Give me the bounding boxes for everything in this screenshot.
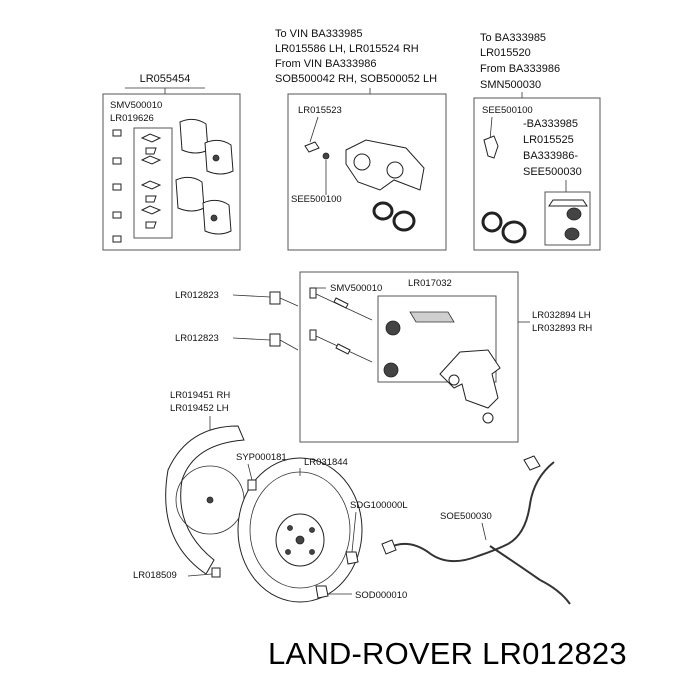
bolt-label-lower: LR012823 [175, 333, 219, 344]
pad-clips [140, 133, 162, 229]
sensor-nut [345, 551, 359, 565]
kit-header-line-1: To BA333985 [480, 32, 546, 44]
caliper-header-line-3: From VIN BA333986 [275, 58, 377, 70]
pads-panel-frame [102, 93, 241, 251]
guide-pins [309, 287, 373, 363]
carrier-section: LR012823 LR012823 SMV500010 LR017032 [175, 271, 592, 443]
bolt-upper-leader [232, 294, 271, 298]
bolt-label-upper: LR012823 [175, 290, 219, 301]
caliper-seals [372, 201, 416, 232]
bolt-lower-leader [232, 337, 271, 341]
kit-seal-2 [501, 220, 527, 244]
kit-boot-frame [544, 191, 591, 246]
pads-clip-group-frame [133, 127, 173, 239]
dust-shield [165, 425, 245, 575]
sensor-leader [481, 522, 487, 541]
kit-boots [548, 199, 588, 241]
pads-kit-label: LR055454 [140, 73, 191, 85]
pads-label-smv: SMV500010 [110, 100, 162, 111]
carrier-side-label-rh: LR032893 RH [532, 323, 592, 334]
brake-disc [237, 457, 363, 603]
kit-bleed-part [483, 135, 499, 159]
carrier-bolts [269, 291, 299, 351]
kit-header-line-4: SMN500030 [480, 79, 541, 91]
kit-bleed-leader [489, 116, 493, 141]
caliper-header-line-4: SOB500042 RH, SOB500052 LH [275, 73, 437, 85]
kit-label-see500100: SEE500100 [482, 105, 533, 116]
carrier-panel-frame [299, 271, 519, 443]
kit-header-line-2: LR015520 [480, 47, 531, 59]
guide-kit-frame [377, 295, 497, 383]
kit-header-line-3: From BA333986 [480, 63, 560, 75]
caliper-header-line-1: To VIN BA333985 [275, 28, 362, 40]
disc-label-lr018509: LR018509 [133, 570, 177, 581]
carrier-side-label-lh: LR032894 LH [532, 310, 591, 321]
disc-label-sdg100000l: SDG100000L [350, 500, 408, 511]
kit-label-from-ba333986: BA333986- [523, 150, 578, 162]
disc-label-syp000181: SYP000181 [236, 452, 287, 463]
pads-label-lr019626: LR019626 [110, 113, 154, 124]
wear-sensor [381, 455, 571, 605]
caliper-label-see500100: SEE500100 [291, 194, 342, 205]
part-footer: LAND-ROVER LR012823 [268, 636, 627, 672]
disc-label-lr031844: LR031844 [304, 457, 348, 468]
shield-label-rh: LR019451 RH [170, 390, 230, 401]
kit-seal-1 [481, 211, 503, 233]
caliper-header-line-2: LR015586 LH, LR015524 RH [275, 43, 419, 55]
caliper-label-lr015523: LR015523 [298, 105, 342, 116]
caliper-panel: To VIN BA333985 LR015586 LH, LR015524 RH… [275, 28, 447, 251]
caliper-carrier-bracket [439, 349, 501, 424]
brand-name: LAND-ROVER [268, 636, 474, 671]
brake-pad-shapes [175, 118, 234, 235]
caliper-body [304, 139, 425, 191]
sensor-nut-leader [351, 511, 357, 553]
shield-label-lh: LR019452 LH [170, 403, 229, 414]
disc-label-sod000010: SOD000010 [355, 590, 407, 601]
bleed-screw-leader [309, 116, 319, 143]
caliper-kit-panel: To BA333985 LR015520 From BA333986 SMN50… [473, 32, 601, 251]
shield-bolt [211, 567, 221, 578]
kit-label-see500030: SEE500030 [523, 166, 582, 178]
screw-leader [247, 463, 253, 481]
disc-label-soe500030: SOE500030 [440, 511, 492, 522]
part-number: LR012823 [482, 636, 627, 671]
hub-nut [315, 585, 329, 599]
kit-label-to-ba333985: -BA333985 [523, 118, 578, 130]
kit-panel-frame [473, 97, 601, 251]
guide-bushes [383, 311, 455, 378]
carrier-label-lr017032: LR017032 [408, 278, 452, 289]
carrier-label-smv: SMV500010 [330, 283, 382, 294]
brake-pads-panel: LR055454 SMV500010 LR019626 [102, 73, 241, 251]
disc-section: LR019451 RH LR019452 LH SYP000181 LR0318… [133, 390, 571, 605]
pad-bolts [112, 129, 122, 243]
caliper-panel-frame [287, 93, 447, 251]
disc-retaining-screw [247, 479, 257, 491]
kit-label-lr015525: LR015525 [523, 134, 574, 146]
shield-bolt-leader [187, 573, 213, 577]
